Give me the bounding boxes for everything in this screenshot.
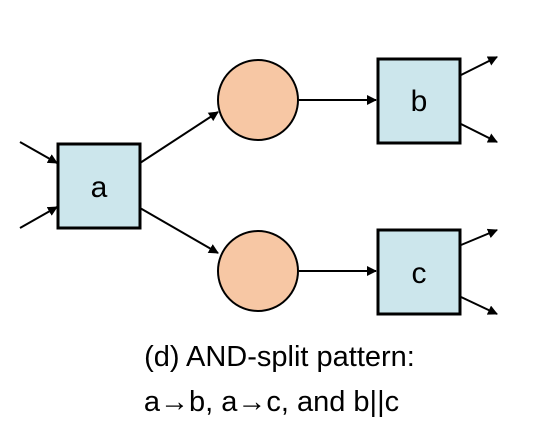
incoming-arc-2 [19, 206, 58, 229]
transition-c-label: c [412, 257, 427, 290]
transition-b [376, 57, 462, 145]
caption-line-1: (d) AND-split pattern: [144, 341, 415, 373]
incoming-arc-1 [19, 141, 58, 164]
place-bottom [217, 230, 299, 312]
caption-line-2: a→b, a→c, and b||c [143, 386, 400, 418]
transition-b-label: b [411, 85, 428, 118]
outgoing-arc-b-1 [460, 56, 498, 76]
transition-a-label: a [91, 171, 108, 204]
place-top [217, 59, 299, 141]
arc-a-to-place-bottom [139, 207, 219, 254]
transition-a [56, 142, 142, 230]
transition-c [376, 228, 462, 316]
outgoing-arc-b-2 [460, 123, 498, 143]
outgoing-arc-c-2 [460, 296, 498, 315]
outgoing-arc-c-1 [460, 228, 498, 246]
arc-a-to-place-top [139, 111, 219, 164]
